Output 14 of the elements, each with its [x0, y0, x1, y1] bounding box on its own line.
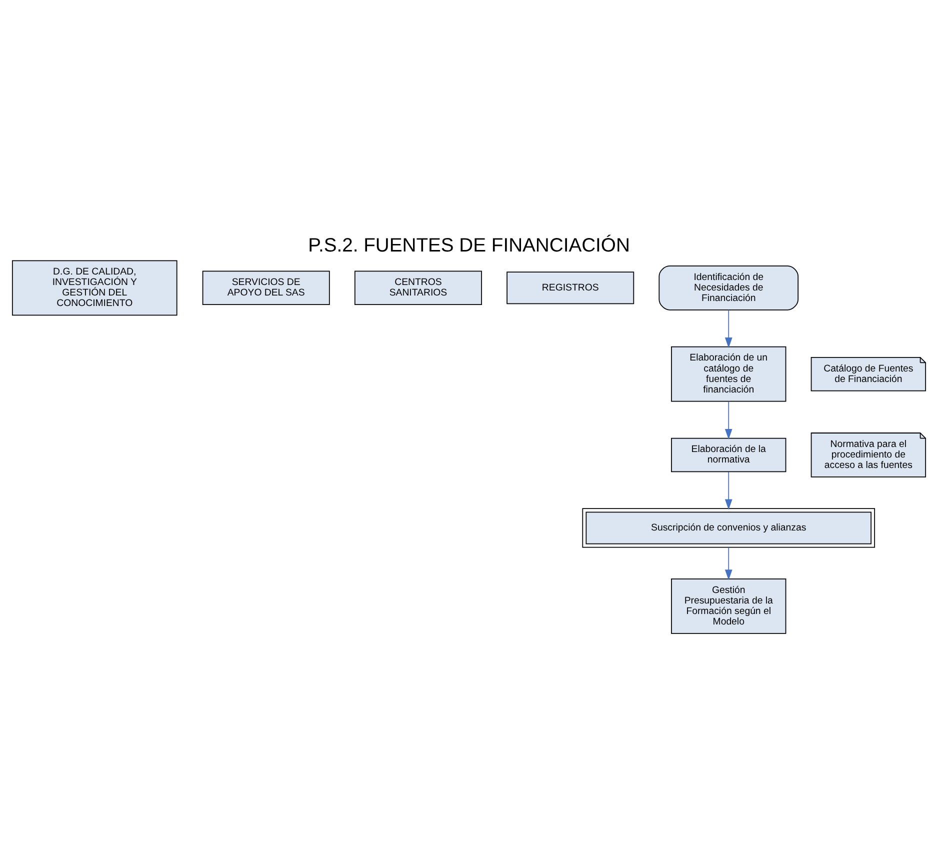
node-box: CENTROS SANITARIOS [354, 270, 482, 306]
node-box: Identificación de Necesidades de Financiación [658, 266, 799, 310]
node-box: Suscripción de convenios y alianzas [582, 508, 876, 548]
node-box: SERVICIOS DE APOYO DEL SAS [202, 270, 330, 306]
node-box: D.G. DE CALIDAD, INVESTIGACIÓN Y GESTIÓN DEL CONOCIMIENTO [12, 260, 178, 316]
node-box: Elaboración de un catálogo de fuentes de financiación [671, 346, 786, 402]
arrow [724, 546, 732, 580]
node-box: REGISTROS [506, 272, 634, 304]
node-box: Elaboración de la normativa [671, 438, 786, 472]
arrow [724, 472, 732, 510]
arrow [724, 310, 732, 348]
arrow [724, 401, 732, 440]
diagram-title: P.S.2. FUENTES DE FINANCIACIÓN [308, 234, 630, 257]
node-box: Gestión Presupuestaria de la Formación según el Modelo [671, 578, 786, 634]
